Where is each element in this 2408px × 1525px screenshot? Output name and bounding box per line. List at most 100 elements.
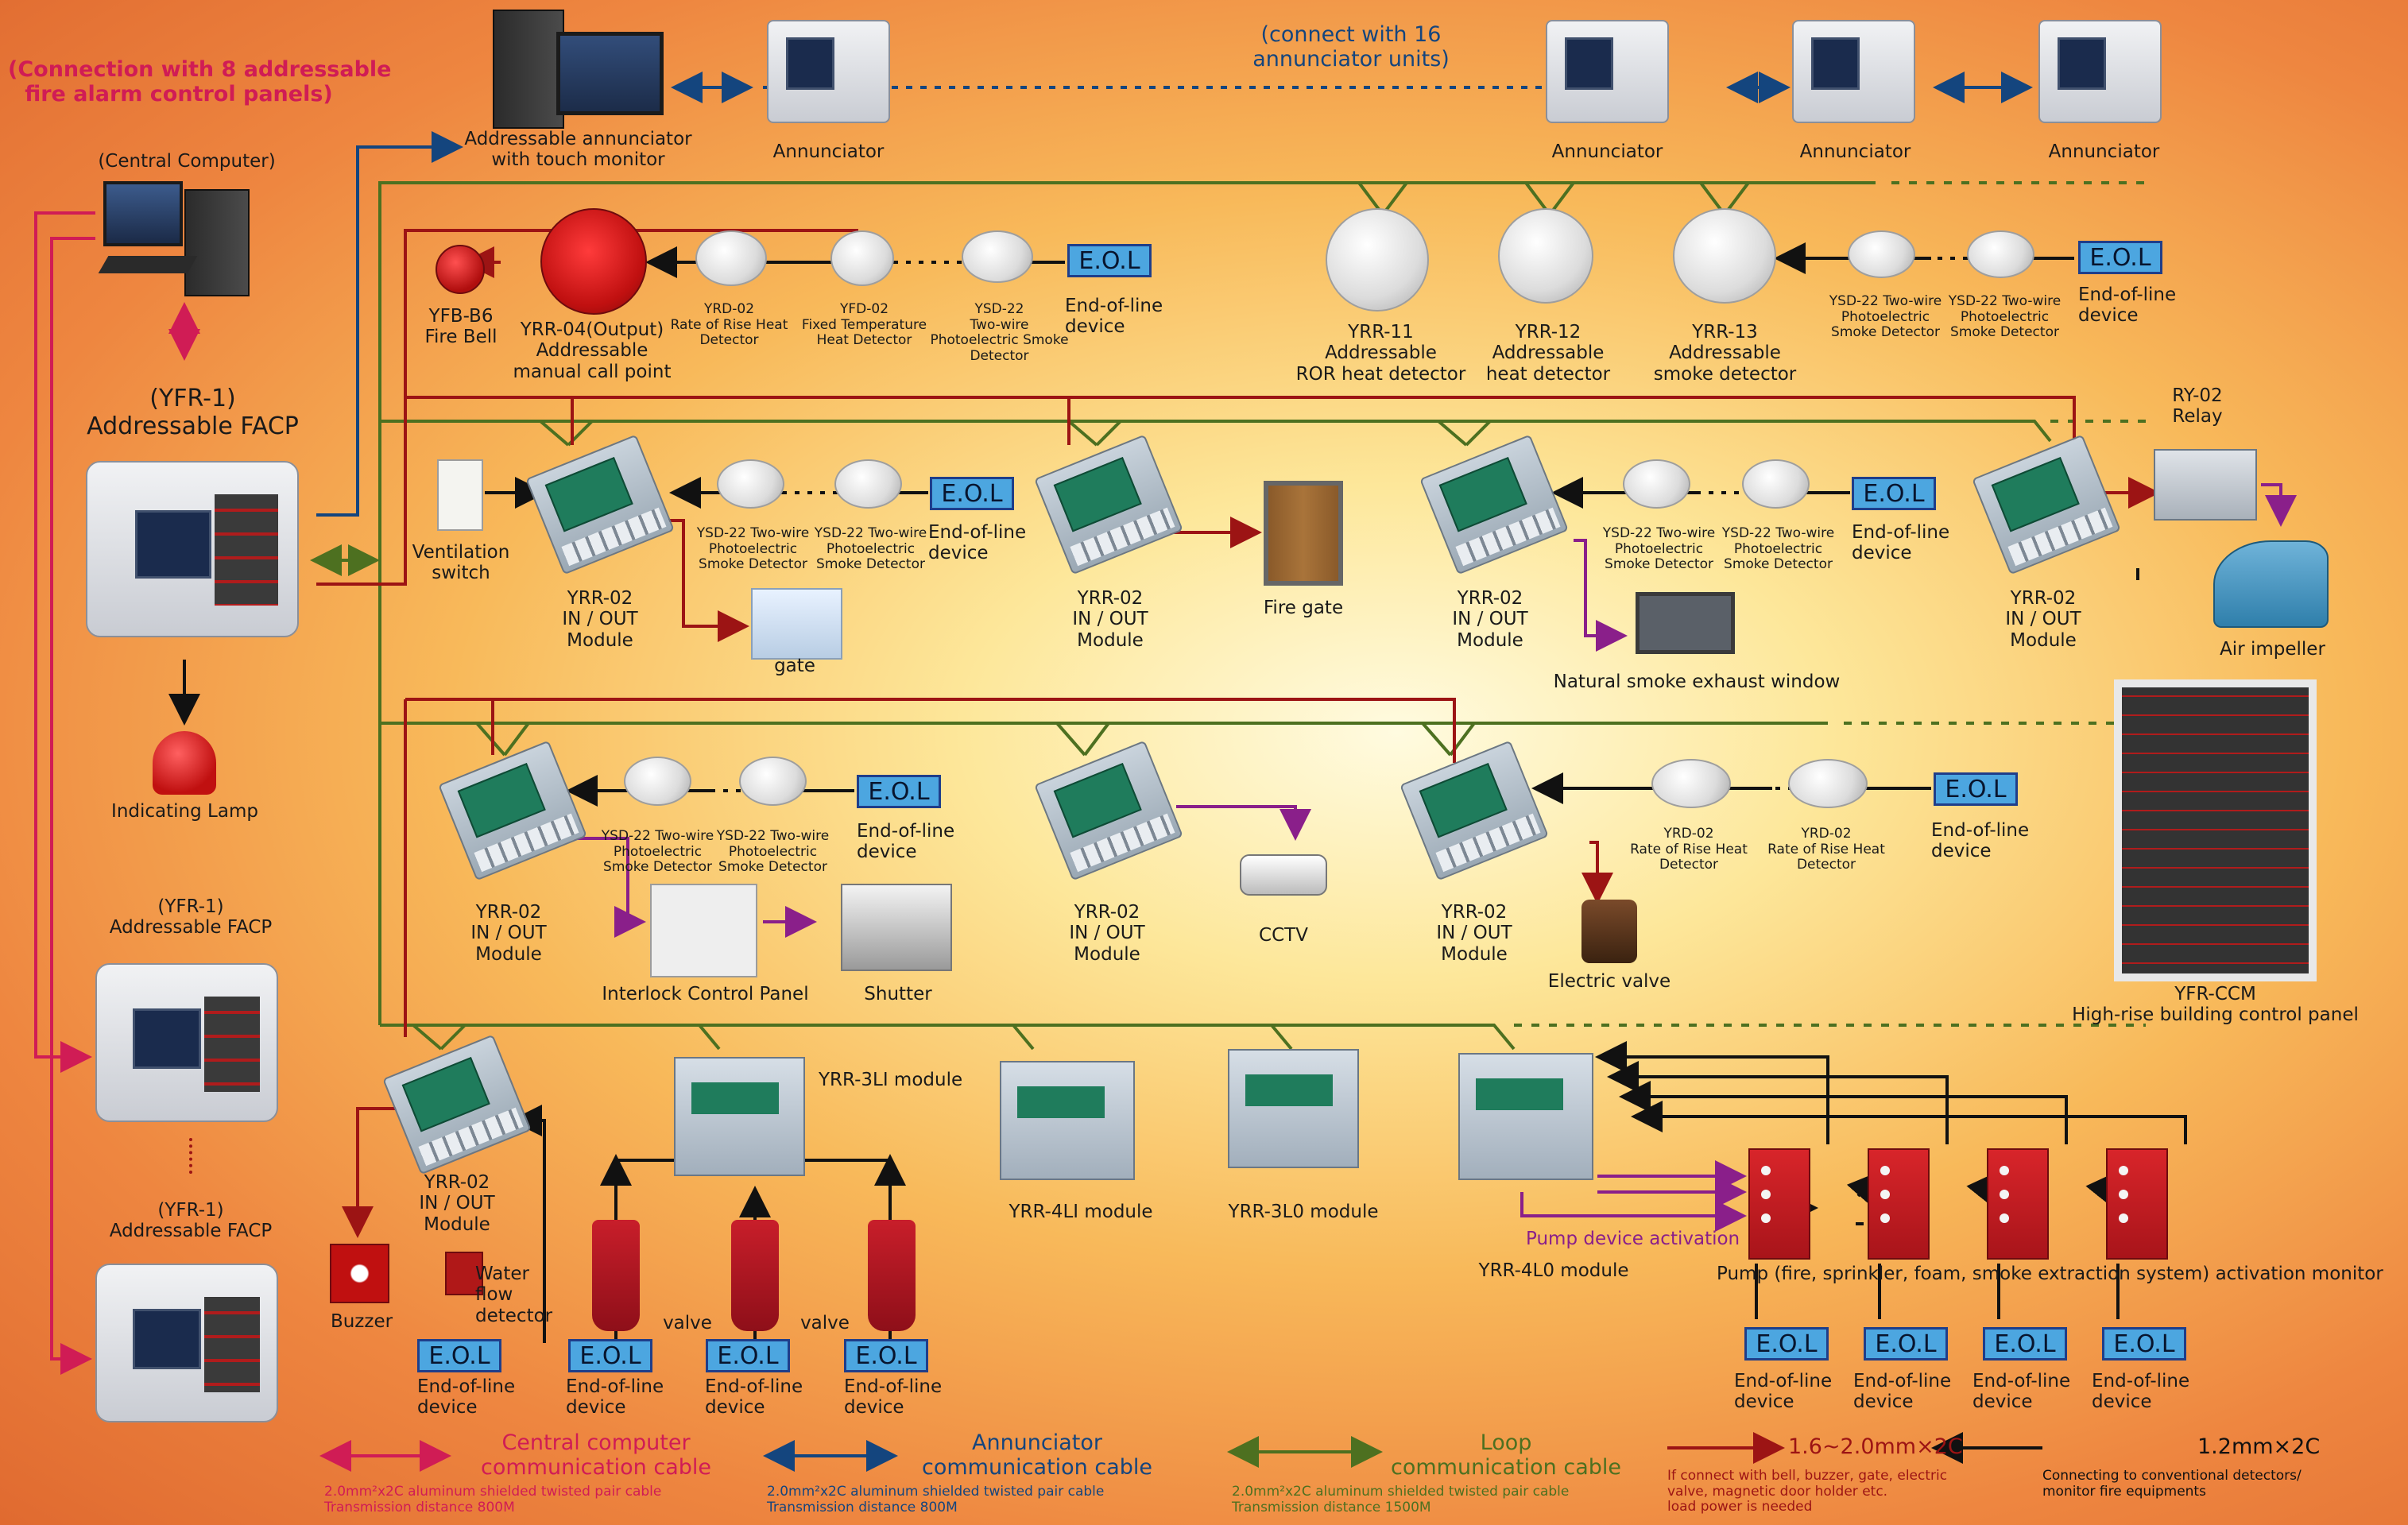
annunciator-panel (1546, 20, 1669, 123)
legend-central-spec: 2.0mm²x2C aluminum shielded twisted pair… (324, 1484, 662, 1515)
ccm-label: YFR-CCM High-rise building control panel (2072, 984, 2359, 1026)
smoke-detector-icon (1848, 230, 1915, 278)
eol-box: E.O.L (1934, 772, 2018, 806)
yrr3lo-module-icon (1228, 1049, 1359, 1168)
ror-heat-detector-icon (1651, 759, 1731, 808)
eol-box: E.O.L (417, 1339, 501, 1372)
smoke-detector-icon (834, 459, 902, 509)
cctv-label: CCTV (1259, 925, 1308, 946)
eol-label: End-of-line device (928, 522, 1027, 564)
eol-label: End-of-line device (1931, 820, 2030, 862)
annunciator-panel (2038, 20, 2162, 123)
ysd22-small-label: YSD-22 Two-wire Photoelectric Smoke Dete… (1721, 525, 1835, 573)
valve-label: valve (800, 1313, 850, 1333)
fire-bell-icon (436, 245, 485, 294)
module-label: YRR-02 IN / OUT Module (562, 588, 638, 651)
yrr13-detector-icon (1673, 208, 1776, 304)
smoke-window-label: Natural smoke exhaust window (1553, 672, 1841, 692)
central-computer-label: (Central Computer) (98, 151, 276, 172)
module-label: YRR-02 IN / OUT Module (470, 902, 547, 965)
eol-box: E.O.L (1067, 244, 1152, 277)
yrr11-detector-icon (1326, 208, 1429, 312)
gate-icon (751, 588, 842, 660)
eol-box: E.O.L (2102, 1327, 2186, 1361)
central-computer-cables (34, 211, 200, 1375)
legend-central-title: Central computer communication cable (480, 1430, 712, 1480)
buzzer-icon (330, 1244, 389, 1303)
annunciator-label: Annunciator (1551, 141, 1663, 162)
eol-label: End-of-line device (1852, 522, 1950, 564)
yrr12-label: YRR-12 Addressable heat detector (1485, 322, 1611, 385)
annunciator-pc-tower (493, 10, 564, 129)
eol-label: End-of-line device (857, 821, 955, 863)
yrd02-small-label: YRD-02 Rate of Rise Heat Detector (1767, 826, 1885, 873)
legend-conventional-title: 1.2mm×2C (2197, 1434, 2321, 1459)
air-impeller-icon (2213, 540, 2329, 628)
eol-label: End-of-line device (566, 1376, 664, 1419)
secondary-facp-panel[interactable] (95, 963, 278, 1122)
yrr3lo-label: YRR-3L0 module (1228, 1202, 1379, 1222)
secondary-facp-panel[interactable] (95, 1264, 278, 1422)
yfd02-label: YFD-02 Fixed Temperature Heat Detector (801, 301, 927, 349)
fire-gate-icon (1264, 481, 1343, 586)
main-facp-panel[interactable] (86, 461, 299, 637)
module-label: YRR-02 IN / OUT Module (1436, 902, 1512, 965)
smoke-detector-icon (962, 230, 1033, 283)
eol-box: E.O.L (568, 1339, 652, 1372)
module-label: YRR-02 IN / OUT Module (1069, 902, 1145, 965)
connect-annunciators-note: (connect with 16 annunciator units) (1252, 22, 1450, 72)
touch-annunciator-label: Addressable annunciator with touch monit… (464, 129, 692, 171)
annunciator-label: Annunciator (1799, 141, 1911, 162)
legend-loop-title: Loop communication cable (1390, 1430, 1622, 1480)
ccm-control-panel-icon[interactable] (2114, 679, 2317, 981)
cctv-camera-icon (1240, 854, 1327, 896)
annunciator-label: Annunciator (2048, 141, 2160, 162)
central-computer-tower (184, 189, 250, 296)
indicating-lamp-label: Indicating Lamp (111, 801, 258, 822)
facp-continuation-dots (189, 1138, 192, 1174)
valve-icon (592, 1220, 640, 1331)
annunciator-cables (316, 72, 2033, 517)
legend-loop-spec: 2.0mm²x2C aluminum shielded twisted pair… (1232, 1484, 1570, 1515)
ror-heat-detector-icon (1788, 759, 1868, 808)
eol-label: End-of-line device (705, 1376, 803, 1419)
module-label: YRR-02 IN / OUT Module (419, 1172, 495, 1235)
electric-valve-icon (1581, 900, 1637, 963)
legend-power-title: 1.6~2.0mm×2C (1788, 1434, 1963, 1459)
smoke-detector-icon (1623, 459, 1690, 509)
valve-label: valve (663, 1313, 712, 1333)
pump-control-box-icon (1987, 1148, 2049, 1260)
interlock-label: Interlock Control Panel (602, 984, 809, 1004)
ysd22-small-label: YSD-22 Two-wire Photoelectric Smoke Dete… (601, 828, 714, 876)
yrr12-detector-icon (1498, 208, 1593, 304)
pump-activation-label: Pump device activation (1526, 1229, 1740, 1249)
relay-label: RY-02 Relay (2172, 385, 2223, 428)
ysd22-small-label: YSD-22 Two-wire Photoelectric Smoke Dete… (1829, 293, 1942, 341)
legend-annunciator-title: Annunciator communication cable (921, 1430, 1153, 1480)
eol-label: End-of-line device (1065, 296, 1163, 338)
ysd22-small-label: YSD-22 Two-wire Photoelectric Smoke Dete… (716, 828, 830, 876)
smoke-detector-icon (1967, 230, 2034, 278)
annunciator-touch-monitor[interactable] (556, 32, 664, 115)
annunciator-panel (767, 20, 890, 123)
eol-label: End-of-line device (844, 1376, 943, 1419)
smoke-detector-icon (739, 757, 807, 806)
yrr13-label: YRR-13 Addressable smoke detector (1653, 322, 1797, 385)
eol-label: End-of-line device (417, 1376, 516, 1419)
legend-power-spec: If connect with bell, buzzer, gate, elec… (1667, 1468, 1948, 1515)
water-flow-label: Water flow detector (475, 1264, 553, 1326)
interlock-control-panel-icon (650, 884, 757, 977)
yrr3li-module-icon (674, 1057, 805, 1176)
ventilation-switch-icon (437, 459, 483, 531)
ysd22-small-label: YSD-22 Two-wire Photoelectric Smoke Dete… (1602, 525, 1716, 573)
yrr3li-label: YRR-3LI module (819, 1070, 963, 1090)
yrd02-small-label: YRD-02 Rate of Rise Heat Detector (1630, 826, 1748, 873)
pump-control-box-icon (1868, 1148, 1930, 1260)
fixed-temp-heat-detector-icon (830, 230, 894, 286)
eol-box: E.O.L (706, 1339, 790, 1372)
eol-box: E.O.L (2078, 241, 2162, 274)
ror-heat-detector-icon (695, 230, 767, 286)
legend-conventional-spec: Connecting to conventional detectors/ mo… (2042, 1468, 2302, 1500)
yrr4li-label: YRR-4LI module (1008, 1202, 1153, 1222)
water-flow-detector-icon (445, 1252, 483, 1295)
